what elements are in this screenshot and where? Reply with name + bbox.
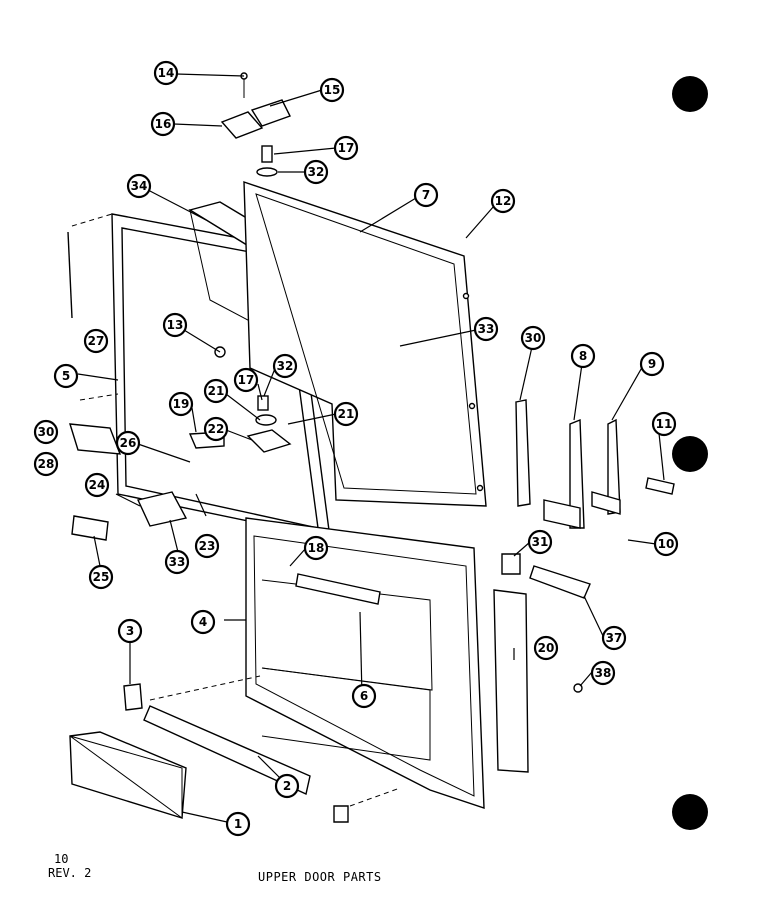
binder-hole-top xyxy=(672,76,708,112)
svg-text:30: 30 xyxy=(38,425,55,439)
svg-text:37: 37 xyxy=(606,631,623,645)
bottom-parts xyxy=(69,675,583,823)
lower-door-liner xyxy=(245,517,485,809)
callout-22: 21 xyxy=(203,378,229,404)
callout-24: 23 xyxy=(194,533,220,559)
callout-30-left: 30 xyxy=(33,419,59,445)
binder-hole-bottom xyxy=(672,794,708,830)
callout-32-center: 32 xyxy=(272,353,298,379)
callout-33-right: 33 xyxy=(473,316,499,342)
svg-text:31: 31 xyxy=(532,535,549,549)
svg-text:20: 20 xyxy=(538,641,555,655)
top-hinge-assembly xyxy=(220,72,291,177)
callout-37: 37 xyxy=(601,625,627,651)
svg-text:34: 34 xyxy=(131,179,148,193)
svg-text:6: 6 xyxy=(360,689,368,703)
callout-21: 21 xyxy=(333,401,359,427)
svg-text:24: 24 xyxy=(89,478,106,492)
svg-text:28: 28 xyxy=(38,457,55,471)
callout-8: 8 xyxy=(570,343,596,369)
callout-29: 28 xyxy=(33,451,59,477)
svg-text:27: 27 xyxy=(88,334,105,348)
callout-7: 7 xyxy=(413,182,439,208)
callout-27: 26 xyxy=(115,430,141,456)
page-number: 10 xyxy=(54,852,69,866)
svg-text:15: 15 xyxy=(324,83,341,97)
callout-18: 18 xyxy=(303,535,329,561)
svg-text:3: 3 xyxy=(126,624,134,638)
svg-text:4: 4 xyxy=(199,615,207,629)
callout-9: 9 xyxy=(639,351,665,377)
revision-label: REV. 2 xyxy=(48,866,92,880)
svg-text:32: 32 xyxy=(277,359,294,373)
svg-text:9: 9 xyxy=(648,357,656,371)
svg-text:23: 23 xyxy=(199,539,216,553)
svg-text:17: 17 xyxy=(238,373,255,387)
svg-text:32: 32 xyxy=(308,165,325,179)
svg-text:33: 33 xyxy=(169,555,186,569)
callout-1: 1 xyxy=(225,811,251,837)
svg-text:8: 8 xyxy=(579,349,587,363)
callout-30-right: 30 xyxy=(520,325,546,351)
callout-2: 2 xyxy=(274,773,300,799)
callout-33-left: 33 xyxy=(164,549,190,575)
diagram-caption: UPPER DOOR PARTS xyxy=(258,870,382,884)
callout-20: 20 xyxy=(533,635,559,661)
binder-hole-middle xyxy=(672,436,708,472)
callout-15: 15 xyxy=(319,77,345,103)
svg-text:21: 21 xyxy=(338,407,355,421)
svg-text:14: 14 xyxy=(158,66,175,80)
callout-32: 32 xyxy=(303,159,329,185)
callout-13: 13 xyxy=(162,312,188,338)
svg-text:10: 10 xyxy=(658,537,675,551)
callout-38: 38 xyxy=(590,660,616,686)
callout-19: 19 xyxy=(168,391,194,417)
svg-text:16: 16 xyxy=(155,117,172,131)
callout-3: 3 xyxy=(117,618,143,644)
svg-text:33: 33 xyxy=(478,322,495,336)
door-panel xyxy=(243,181,487,507)
svg-text:22: 22 xyxy=(208,422,225,436)
callout-17-center: 17 xyxy=(233,367,259,393)
svg-text:11: 11 xyxy=(656,417,673,431)
svg-text:17: 17 xyxy=(338,141,355,155)
svg-text:12: 12 xyxy=(495,194,512,208)
svg-text:38: 38 xyxy=(595,666,612,680)
callout-26: 25 xyxy=(88,564,114,590)
callout-34: 34 xyxy=(126,173,152,199)
callout-10: 10 xyxy=(653,531,679,557)
callout-5: 5 xyxy=(53,363,79,389)
callout-16: 16 xyxy=(150,111,176,137)
svg-text:1: 1 xyxy=(234,817,242,831)
callout-12: 12 xyxy=(490,188,516,214)
callout-4: 4 xyxy=(190,609,216,635)
callout-17: 17 xyxy=(333,135,359,161)
callout-11: 11 xyxy=(651,411,677,437)
svg-text:25: 25 xyxy=(93,570,110,584)
center-hinge-parts xyxy=(214,346,292,453)
callouts: 14 15 16 17 32 34 7 12 27 13 33 30 8 9 5… xyxy=(33,60,679,837)
callout-6: 6 xyxy=(351,683,377,709)
callout-25: 24 xyxy=(84,472,110,498)
callout-28: 27 xyxy=(83,328,109,354)
svg-text:5: 5 xyxy=(62,369,70,383)
svg-text:2: 2 xyxy=(283,779,291,793)
callout-14: 14 xyxy=(153,60,179,86)
svg-text:7: 7 xyxy=(422,188,430,202)
svg-text:13: 13 xyxy=(167,318,184,332)
callout-23: 22 xyxy=(203,416,229,442)
svg-text:18: 18 xyxy=(308,541,325,555)
svg-text:19: 19 xyxy=(173,397,190,411)
svg-text:30: 30 xyxy=(525,331,542,345)
svg-text:26: 26 xyxy=(120,436,137,450)
right-brackets xyxy=(493,399,675,773)
callout-31: 31 xyxy=(527,529,553,555)
svg-text:21: 21 xyxy=(208,384,225,398)
